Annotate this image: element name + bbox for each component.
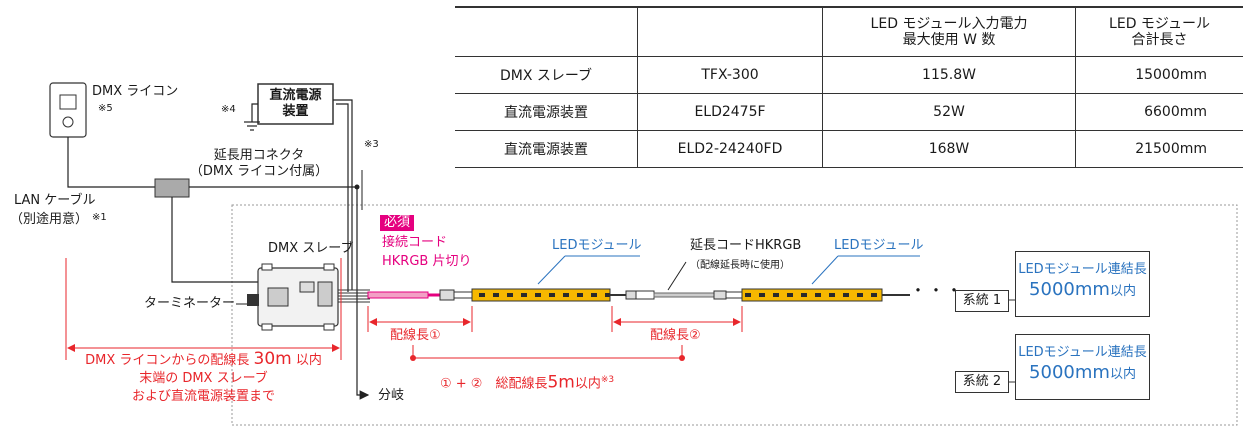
dmx-range-line1: DMX ライコンからの配線長 30m 以内: [66, 351, 341, 369]
system-enclosure: [231, 204, 1238, 426]
note5-label: ※5: [98, 103, 113, 114]
dmx-range-text: DMX ライコンからの配線長: [85, 353, 250, 368]
dmx-controller-label: DMX ライコン: [92, 84, 179, 99]
spec-table: LED モジュール入力電力 最大使用 W 数 LED モジュール 合計長さ DM…: [455, 6, 1243, 168]
led-chain-title-1: LEDモジュール連結長: [1018, 262, 1147, 277]
wire-length-1-label: 配線長①: [390, 328, 441, 343]
terminator-plug: [247, 294, 259, 306]
extension-cord-note: （配線延長時に使用）: [690, 260, 790, 271]
extension-connector-label: 延長用コネクタ （DMX ライコン付属）: [189, 148, 329, 179]
connection-cord: [367, 291, 429, 299]
connection-cord-model-label: HKRGB 片切り: [382, 254, 472, 269]
required-badge: 必須: [380, 215, 415, 231]
system-2-tag: 系統 2: [955, 371, 1009, 393]
ellipsis: ・・・: [910, 281, 965, 300]
extension-connector: [154, 178, 190, 198]
cell-power: 168W: [822, 130, 1076, 168]
total-length-suffix: 以内: [574, 376, 601, 392]
total-length-value: 5m: [547, 372, 575, 393]
led-module-2-label: LEDモジュール: [834, 238, 924, 253]
led-chain-box-2: LEDモジュール連結長 5000mm以内: [1015, 334, 1150, 400]
cell-device: 直流電源装置: [455, 93, 638, 131]
led-chain-limit-1: 5000mm以内: [1016, 279, 1149, 300]
led-chain-title-2: LEDモジュール連結長: [1018, 345, 1147, 360]
note1-label: ※1: [92, 212, 107, 223]
cell-device: 直流電源装置: [455, 130, 638, 168]
cell-power: 52W: [822, 93, 1076, 131]
system-2-label: 系統 2: [962, 374, 1002, 389]
cell-length: 21500mm: [1075, 130, 1243, 168]
total-length-label: ① + ② 総配線長5m以内※3: [440, 372, 614, 392]
power-unit-label: 直流電源 装置: [269, 88, 322, 119]
branch-label: 分岐: [378, 388, 405, 403]
dmx-range-line3: および直流電源装置まで: [131, 389, 275, 404]
total-length-prefix: ① + ② 総配線長: [440, 376, 548, 392]
led-module-1-label: LEDモジュール: [552, 238, 642, 253]
dmx-range-suffix: 以内: [295, 353, 322, 368]
led-chain-limit-2: 5000mm以内: [1016, 362, 1149, 383]
led-module-2: [741, 288, 883, 302]
dmx-slave-device: [257, 263, 339, 331]
led-chain-value-2: 5000mm: [1029, 362, 1110, 383]
led-chain-value-1: 5000mm: [1029, 279, 1110, 300]
note3-label: ※3: [364, 139, 379, 150]
power-unit-box: [257, 83, 334, 125]
led-chain-box-1: LEDモジュール連結長 5000mm以内: [1015, 251, 1150, 317]
dmx-range-line2: 末端の DMX スレーブ: [139, 371, 268, 386]
total-length-note: ※3: [600, 375, 615, 385]
wire-length-2-label: 配線長②: [650, 328, 701, 343]
table-row: 直流電源装置 ELD2-24240FD 168W 21500mm: [455, 130, 1243, 168]
table-header-power: LED モジュール入力電力 最大使用 W 数: [822, 6, 1076, 57]
cell-model: TFX-300: [637, 56, 823, 94]
system-1-tag: 系統 1: [955, 290, 1009, 312]
led-module-1: [471, 288, 611, 302]
cell-device: DMX スレーブ: [455, 56, 638, 94]
ground-symbol: [244, 121, 260, 131]
led-chain-suffix-2: 以内: [1109, 367, 1136, 382]
lan-cable-sub-label: （別途用意）: [10, 212, 89, 227]
note4-label: ※4: [221, 104, 236, 115]
dmx-controller-device: [49, 82, 87, 138]
system-1-label: 系統 1: [962, 293, 1002, 308]
cell-model: ELD2-24240FD: [637, 130, 823, 168]
connection-cord-label: 接続コード: [382, 235, 448, 250]
dmx-slave-label: DMX スレーブ: [268, 241, 354, 256]
table-row: DMX スレーブ TFX-300 115.8W 15000mm: [455, 56, 1243, 94]
dmx-range-value: 30m: [253, 349, 292, 369]
cell-power: 115.8W: [822, 56, 1076, 94]
terminator-label: ターミネーター: [144, 296, 236, 311]
cell-length: 15000mm: [1075, 56, 1243, 94]
led-chain-suffix-1: 以内: [1109, 284, 1136, 299]
extension-cord-label: 延長コードHKRGB: [690, 238, 802, 253]
cell-length: 6600mm: [1075, 93, 1243, 131]
extension-cord: [653, 292, 715, 298]
lan-cable-label: LAN ケーブル: [14, 193, 96, 208]
